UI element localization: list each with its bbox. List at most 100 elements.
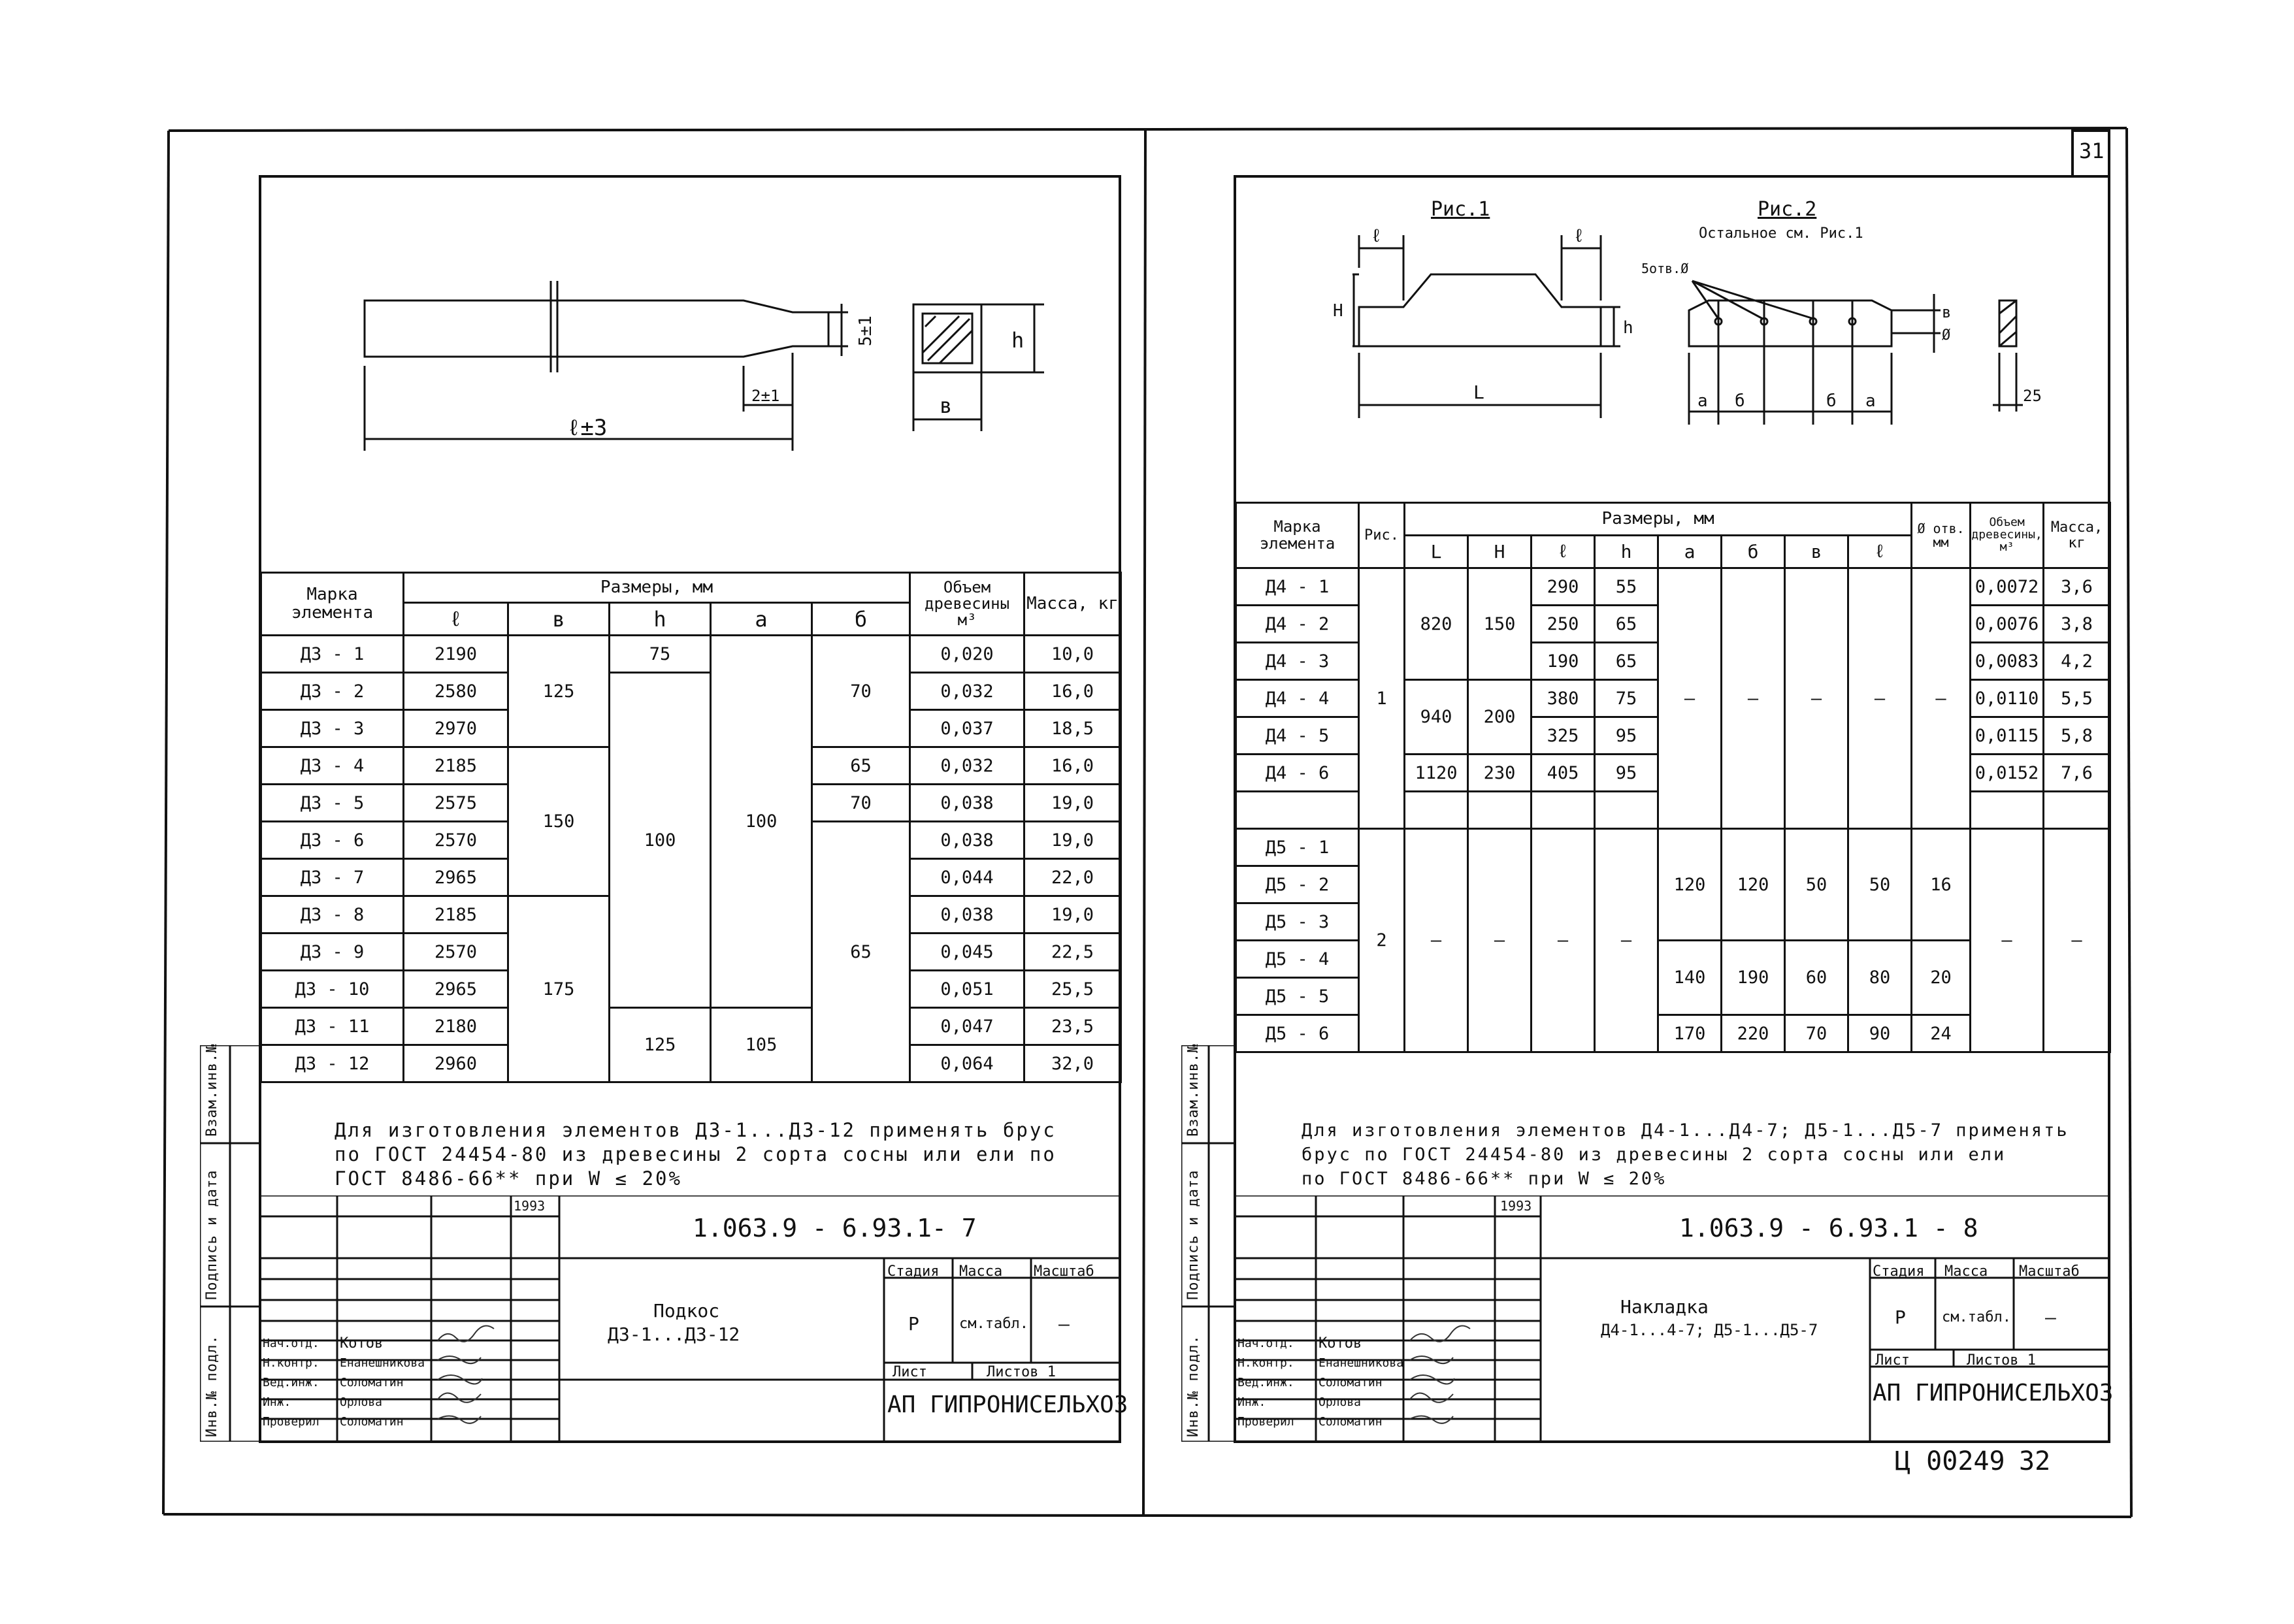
cell-l: 405	[1530, 753, 1596, 792]
right-name-1: Накладка	[1620, 1296, 1709, 1318]
left-scale-h: Масштаб	[1034, 1263, 1094, 1280]
right-sheet: Лист	[1875, 1352, 1910, 1369]
table-row-mark: Д3 - 12	[260, 1044, 404, 1083]
th-mark: Марка элемента	[260, 572, 404, 636]
cell-volume-dash: —	[1969, 828, 2045, 1053]
cell-l: 2960	[402, 1044, 509, 1083]
left-role-2: Н.контр.	[263, 1356, 320, 1370]
cell-mass: 5,5	[2042, 679, 2112, 718]
cell-l: 2580	[402, 672, 509, 711]
dim-d-label: Ø	[1942, 327, 1950, 344]
cell-fig-2: 2	[1358, 828, 1405, 1053]
cell-mass: 10,0	[1023, 634, 1122, 674]
table-row-mark: Д5 - 6	[1235, 1014, 1360, 1053]
page-number-top: 31	[2079, 138, 2105, 163]
right-scale-h: Масштаб	[2019, 1263, 2080, 1280]
cell-l: 380	[1530, 679, 1596, 718]
right-stage-h: Стадия	[1873, 1263, 1925, 1280]
cell-volume: 0,045	[909, 932, 1026, 971]
table-row-empty	[1235, 790, 1360, 830]
table-row-mark: Д3 - 11	[260, 1007, 404, 1046]
cell-v: 70	[1784, 1014, 1849, 1053]
right-note-line-2: брус по ГОСТ 24454-80 из древесины 2 сор…	[1302, 1145, 2007, 1165]
cell-volume: 0,051	[909, 969, 1026, 1009]
dim-L-label: L	[1473, 382, 1484, 403]
cell-v-group: 125	[507, 634, 610, 748]
cell-h: 65	[1594, 604, 1659, 643]
left-person-5: Соломатин	[340, 1415, 404, 1429]
cell-l: 2570	[402, 932, 509, 971]
cell-b-group: 65	[810, 746, 911, 785]
cell-empty	[1969, 790, 2045, 830]
left-scale: —	[1058, 1313, 1070, 1335]
cell-h: 75	[1594, 679, 1659, 718]
th-col-v: в	[507, 602, 610, 636]
cell-l: 2970	[402, 709, 509, 748]
left-person-3: Соломатин	[340, 1376, 404, 1389]
th-col-h: h	[608, 602, 712, 636]
right-person-3: Соломатин	[1319, 1376, 1383, 1389]
cell-l: 2185	[402, 746, 509, 785]
cell-fig-1: 1	[1358, 567, 1405, 830]
right-title-block-lines	[1235, 1195, 2109, 1442]
th-col-l2: ℓ	[1846, 534, 1913, 569]
left-org: АП ГИПРОНИСЕЛЬХОЗ	[887, 1391, 1128, 1418]
cell-volume: 0,0152	[1969, 753, 2045, 792]
cell-L-group: 940	[1403, 679, 1469, 755]
left-side-sign: Подпись и дата	[204, 1169, 220, 1300]
cell-v-group: 150	[507, 746, 610, 897]
cell-v-dash: —	[1784, 567, 1849, 830]
cell-mass: 25,5	[1023, 969, 1122, 1009]
right-mass-h: Масса	[1944, 1263, 1988, 1280]
th-fig: Рис.	[1358, 502, 1405, 569]
right-name-2: Д4-1...4-7; Д5-1...Д5-7	[1601, 1321, 1818, 1339]
table-row-mark: Д4 - 4	[1235, 679, 1360, 718]
cell-volume: 0,037	[909, 709, 1026, 748]
right-spec-table: Марка элемента Рис. Размеры, мм Ø отв. м…	[1235, 502, 2112, 1053]
cell-b-group: 70	[810, 634, 911, 748]
cell-mass: 23,5	[1023, 1007, 1122, 1046]
right-note-line-3: по ГОСТ 8486-66** при W ≤ 20%	[1302, 1169, 1667, 1189]
cell-mass: 22,5	[1023, 932, 1122, 971]
table-row-mark: Д4 - 5	[1235, 716, 1360, 755]
left-person-1: Котов	[340, 1335, 384, 1352]
cell-l2: 80	[1846, 939, 1913, 1016]
cell-h-group: 125	[608, 1007, 712, 1083]
left-note-line-2: по ГОСТ 24454-80 из древесины 2 сорта со…	[335, 1143, 1057, 1165]
holes-label: 5отв.Ø	[1641, 261, 1688, 276]
left-name-2: Д3-1...Д3-12	[608, 1324, 740, 1345]
cell-empty	[1594, 790, 1659, 830]
archive-code: Ц 00249	[1895, 1446, 2005, 1476]
cell-empty	[1467, 790, 1532, 830]
dim-t-label: 5±1	[856, 316, 876, 346]
table-row-mark: Д5 - 2	[1235, 865, 1360, 904]
right-role-2: Н.контр.	[1237, 1356, 1294, 1370]
right-doc-code: 1.063.9 - 6.93.1 - 8	[1679, 1214, 1978, 1242]
cell-l2: 90	[1846, 1014, 1913, 1053]
cell-mass-dash: —	[2042, 828, 2112, 1053]
cell-mass: 5,8	[2042, 716, 2112, 755]
cell-H-dash: —	[1467, 828, 1532, 1053]
table-row-mark: Д3 - 6	[260, 820, 404, 860]
right-person-2: Енанешникова	[1319, 1356, 1404, 1370]
left-note-line-1: Для изготовления элементов Д3-1...Д3-12 …	[335, 1119, 1057, 1141]
cell-h-group: 100	[608, 672, 712, 1009]
th-hole: Ø отв. мм	[1910, 502, 1972, 569]
th-col-H: H	[1467, 534, 1532, 569]
cell-l: 290	[1530, 567, 1596, 606]
cell-l: 2965	[402, 858, 509, 897]
left-side-replace: Взам.инв.№	[204, 1043, 220, 1137]
cell-volume: 0,038	[909, 895, 1026, 934]
left-stage: Р	[908, 1313, 919, 1335]
left-name-1: Подкос	[653, 1300, 720, 1322]
right-side-sign: Подпись и дата	[1185, 1169, 1202, 1300]
cell-volume: 0,047	[909, 1007, 1026, 1046]
cell-b-group: 65	[810, 820, 911, 1083]
cell-a: 120	[1657, 828, 1722, 941]
left-year: 1993	[514, 1198, 546, 1214]
dim-2-label: 2±1	[751, 387, 779, 405]
table-row-mark: Д3 - 1	[260, 634, 404, 674]
cell-l-dash: —	[1530, 828, 1596, 1053]
cell-h-dash: —	[1594, 828, 1659, 1053]
th-col-b: б	[810, 602, 911, 636]
